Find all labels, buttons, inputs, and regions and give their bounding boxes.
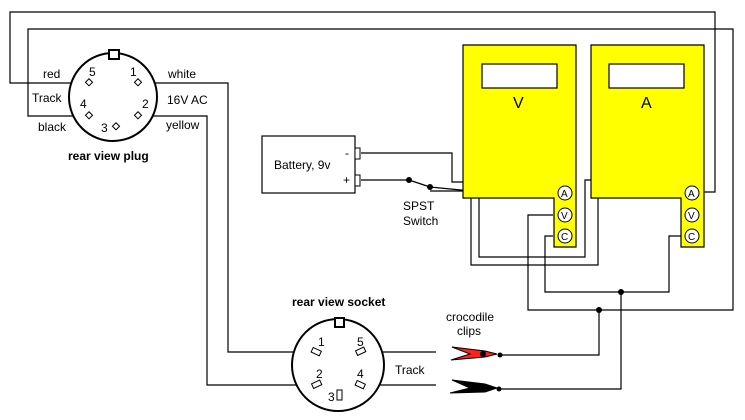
socket-track-label: Track — [395, 363, 426, 377]
wire-black-clip — [499, 292, 622, 390]
plug-pin-1 — [133, 78, 143, 87]
clips-label-line1: crocodile — [446, 310, 494, 324]
switch-contact — [427, 184, 433, 190]
ammeter-body — [590, 44, 705, 248]
svg-text:C: C — [561, 232, 568, 243]
switch-contact — [406, 177, 412, 183]
socket-pin-2 — [310, 379, 323, 390]
wire-battery-minus — [361, 152, 471, 183]
socket-pin-5 — [354, 346, 367, 357]
wire-white — [138, 82, 312, 353]
ammeter-terminal-a[interactable]: A — [684, 185, 700, 201]
plug-key — [108, 49, 120, 60]
battery-minus-label: - — [345, 146, 349, 160]
svg-text:V: V — [561, 211, 568, 222]
rear-view-socket: rear view socket 1 5 2 4 3 Track — [291, 295, 426, 412]
socket-pin-label: 3 — [328, 390, 335, 404]
ammeter: A A V C — [590, 44, 705, 248]
socket-pin-label: 2 — [316, 367, 323, 381]
socket-pin-4 — [354, 379, 367, 390]
svg-text:A: A — [688, 189, 695, 200]
wire-yellow — [138, 115, 312, 386]
black-crocodile-clip[interactable] — [449, 379, 502, 394]
switch-label-line2: Switch — [403, 214, 438, 228]
plug-pin-label: 5 — [89, 65, 96, 79]
battery-plus-label: + — [343, 173, 350, 187]
voltmeter: V A V C — [462, 44, 577, 248]
voltmeter-terminal-c[interactable]: C — [557, 228, 573, 244]
socket-pin-1 — [310, 346, 323, 357]
battery-terminal-plus — [354, 174, 361, 187]
battery-label: Battery, 9v — [274, 158, 330, 172]
label-white: white — [167, 67, 196, 81]
switch-label-line1: SPST — [403, 199, 435, 213]
ammeter-display — [608, 63, 685, 89]
socket-key — [334, 317, 345, 328]
label-track: Track — [32, 91, 63, 105]
battery-terminal-minus — [354, 147, 361, 160]
plug-pin-2 — [133, 111, 143, 120]
red-crocodile-clip[interactable] — [450, 346, 503, 361]
ammeter-letter: A — [641, 95, 652, 112]
voltmeter-terminal-v[interactable]: V — [557, 207, 573, 223]
wire-red-to-ammeter — [9, 11, 716, 193]
voltmeter-letter: V — [513, 95, 524, 112]
clips-label-line2: clips — [457, 324, 481, 338]
svg-text:V: V — [688, 211, 695, 222]
battery-body — [261, 135, 356, 194]
label-black: black — [38, 120, 67, 134]
label-red: red — [43, 67, 60, 81]
wire-red-clip — [500, 310, 600, 356]
label-yellow: yellow — [166, 118, 200, 132]
voltmeter-terminal-a[interactable]: A — [557, 185, 573, 201]
battery: Battery, 9v - + — [261, 135, 361, 194]
socket-pin-label: 4 — [357, 367, 364, 381]
label-16v-ac: 16V AC — [167, 93, 208, 107]
svg-text:C: C — [688, 232, 695, 243]
plug-pin-label: 1 — [130, 65, 137, 79]
junction-dot — [618, 289, 624, 295]
rear-view-plug: 5 1 4 2 3 red Track black white 16V AC y… — [32, 49, 208, 163]
wire-vmeter-c — [544, 235, 682, 293]
socket-pin-label: 1 — [318, 335, 325, 349]
plug-title: rear view plug — [68, 149, 149, 163]
svg-text:A: A — [561, 189, 568, 200]
plug-pin-label: 3 — [101, 121, 108, 135]
junction-dot — [596, 307, 602, 313]
socket-pin-label: 5 — [357, 335, 364, 349]
plug-pin-label: 2 — [142, 97, 149, 111]
wire-v-to-a-2 — [470, 190, 599, 266]
socket-pin-3 — [336, 389, 343, 401]
plug-pin-5 — [84, 78, 94, 87]
plug-pin-label: 4 — [80, 97, 87, 111]
voltmeter-body — [462, 44, 577, 248]
plug-pin-4 — [84, 111, 94, 120]
plug-pin-3 — [111, 122, 121, 131]
ammeter-terminal-v[interactable]: V — [684, 207, 700, 223]
voltmeter-display — [481, 63, 558, 89]
wires — [9, 11, 734, 390]
socket-title: rear view socket — [292, 295, 385, 309]
ammeter-terminal-c[interactable]: C — [684, 228, 700, 244]
wire-black-loop — [27, 28, 734, 311]
